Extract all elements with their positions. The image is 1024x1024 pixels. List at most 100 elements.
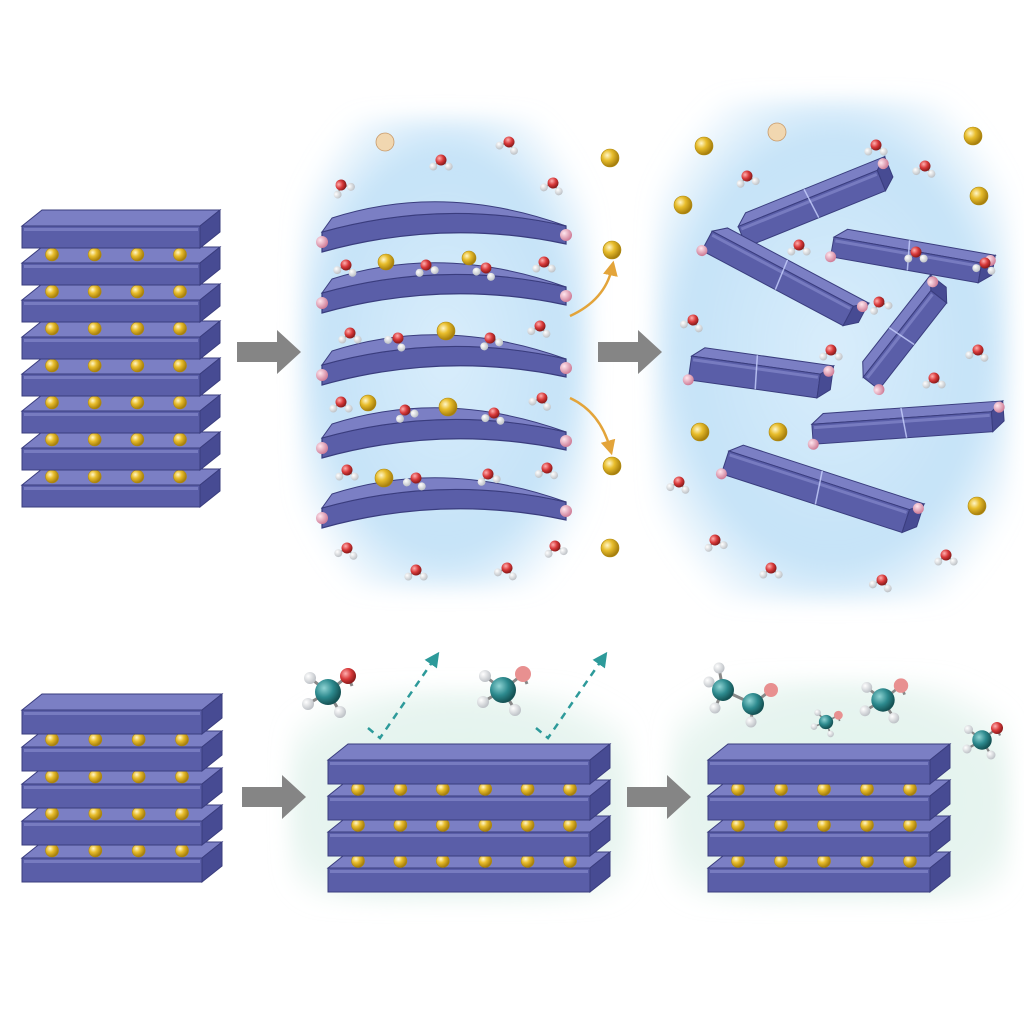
layer-edge-group bbox=[316, 236, 328, 248]
water-molecule-icon bbox=[384, 332, 406, 352]
cation-sphere-icon bbox=[175, 843, 189, 858]
swollen-layer-stack bbox=[316, 201, 572, 529]
cation-sphere-icon bbox=[130, 469, 145, 484]
cation-sphere-icon bbox=[175, 806, 189, 821]
cation-sphere-icon bbox=[130, 358, 145, 373]
layer-slab bbox=[20, 766, 224, 810]
water-molecule-icon bbox=[904, 246, 928, 263]
cation-sphere-icon bbox=[600, 148, 620, 168]
cation-sphere-icon bbox=[88, 843, 103, 858]
cation-sphere-icon bbox=[87, 469, 102, 484]
cation-sphere-icon bbox=[88, 806, 103, 821]
methanol-molecule-icon bbox=[302, 668, 356, 718]
layer-slab bbox=[326, 742, 612, 786]
layer-slab bbox=[20, 840, 224, 884]
water-molecule-icon bbox=[527, 320, 551, 338]
cation-sphere-icon bbox=[173, 321, 187, 336]
cation-sphere-icon bbox=[88, 769, 103, 784]
cation-sphere-icon bbox=[130, 284, 145, 299]
water-molecule-icon bbox=[864, 139, 888, 156]
cation-sphere-icon bbox=[131, 843, 146, 858]
water-molecule-icon bbox=[333, 259, 357, 277]
layer-edge-group bbox=[682, 374, 694, 386]
layer-slab bbox=[737, 155, 894, 248]
layer-edge-group bbox=[927, 276, 939, 288]
water-molecule-icon bbox=[333, 179, 355, 199]
arrow-right-icon bbox=[237, 330, 301, 374]
water-molecule-icon bbox=[338, 327, 362, 344]
layer-edge-group bbox=[560, 435, 572, 447]
water-molecule-icon bbox=[534, 462, 559, 480]
layer-slab bbox=[20, 729, 224, 773]
water-molecule-icon bbox=[404, 564, 428, 581]
water-molecule-icon bbox=[415, 259, 439, 277]
cation-sphere-icon bbox=[130, 395, 145, 410]
cation-sphere-icon bbox=[359, 394, 377, 412]
layered-stack-bottom-right bbox=[706, 742, 952, 894]
water-molecule-icon bbox=[787, 239, 811, 256]
cation-sphere-icon bbox=[963, 126, 983, 146]
layered-stack-bottom-middle bbox=[326, 742, 612, 894]
cation-sphere-icon bbox=[45, 247, 59, 262]
molecule-escape-arrow-1 bbox=[367, 651, 440, 740]
arrow-right-icon bbox=[598, 330, 662, 374]
water-molecule-icon bbox=[472, 262, 495, 281]
cation-sphere-icon bbox=[45, 358, 59, 373]
layer-edge-group bbox=[807, 438, 819, 450]
cation-sphere-icon bbox=[88, 732, 103, 747]
layer-edge-group bbox=[715, 468, 727, 480]
molecule-escape-arrow-2 bbox=[535, 651, 608, 740]
cation-sphere-icon bbox=[673, 195, 693, 215]
water-molecule-icon bbox=[704, 534, 728, 552]
cation-sphere-icon bbox=[173, 284, 187, 299]
layer-edge-group bbox=[856, 300, 868, 312]
cation-sphere-icon bbox=[87, 247, 102, 262]
water-molecule-icon bbox=[402, 472, 426, 491]
layer-slab bbox=[20, 356, 222, 398]
cation-sphere-icon bbox=[602, 240, 622, 260]
cation-sphere-icon bbox=[602, 456, 622, 476]
layer-edge-group bbox=[560, 290, 572, 302]
cation-sphere-icon bbox=[374, 468, 394, 488]
layer-edge-group bbox=[560, 362, 572, 374]
nanosheet-fragment bbox=[696, 227, 871, 327]
layer-slab bbox=[20, 208, 222, 250]
layer-edge-group bbox=[560, 505, 572, 517]
cation-sphere-icon bbox=[45, 806, 59, 821]
water-molecule-icon bbox=[528, 392, 551, 411]
organic-molecules bbox=[302, 662, 1003, 760]
cation-sphere-icon bbox=[87, 321, 102, 336]
cation-sphere-icon bbox=[969, 186, 989, 206]
methanol-molecule-icon bbox=[810, 709, 843, 738]
cation-sphere-icon bbox=[131, 806, 146, 821]
methanol-molecule-icon bbox=[962, 722, 1003, 760]
cation-sphere-icon bbox=[131, 732, 146, 747]
water-molecule-icon bbox=[922, 372, 946, 389]
water-molecule-icon bbox=[870, 296, 893, 315]
cation-sphere-icon bbox=[45, 432, 59, 447]
cation-sphere-icon bbox=[967, 496, 987, 516]
nanosheet-fragment bbox=[862, 273, 948, 396]
cation-sphere-icon bbox=[173, 358, 187, 373]
water-molecule-icon bbox=[334, 542, 358, 560]
cation-sphere-icon bbox=[694, 136, 714, 156]
cation-sphere-icon bbox=[175, 769, 189, 784]
water-molecule-icon bbox=[972, 257, 996, 275]
cation-sphere-icon bbox=[45, 732, 59, 747]
curved-layer bbox=[316, 201, 572, 253]
water-molecule-icon bbox=[335, 464, 359, 481]
water-molecule-icon bbox=[532, 256, 556, 273]
layer-slab bbox=[720, 444, 926, 534]
cation-sphere-icon bbox=[87, 284, 102, 299]
cation-sphere-icon bbox=[45, 321, 59, 336]
water-molecule-icon bbox=[868, 574, 892, 593]
layer-edge-group bbox=[316, 297, 328, 309]
water-molecule-icon bbox=[934, 549, 958, 566]
cation-sphere-icon bbox=[45, 843, 59, 858]
layer-slab bbox=[20, 245, 222, 287]
cation-sphere-icon bbox=[175, 732, 189, 747]
cation-sphere-icon bbox=[87, 395, 102, 410]
layer-slab bbox=[20, 692, 224, 736]
arrow-right-icon bbox=[242, 775, 306, 819]
layered-stack-intact bbox=[20, 208, 222, 509]
